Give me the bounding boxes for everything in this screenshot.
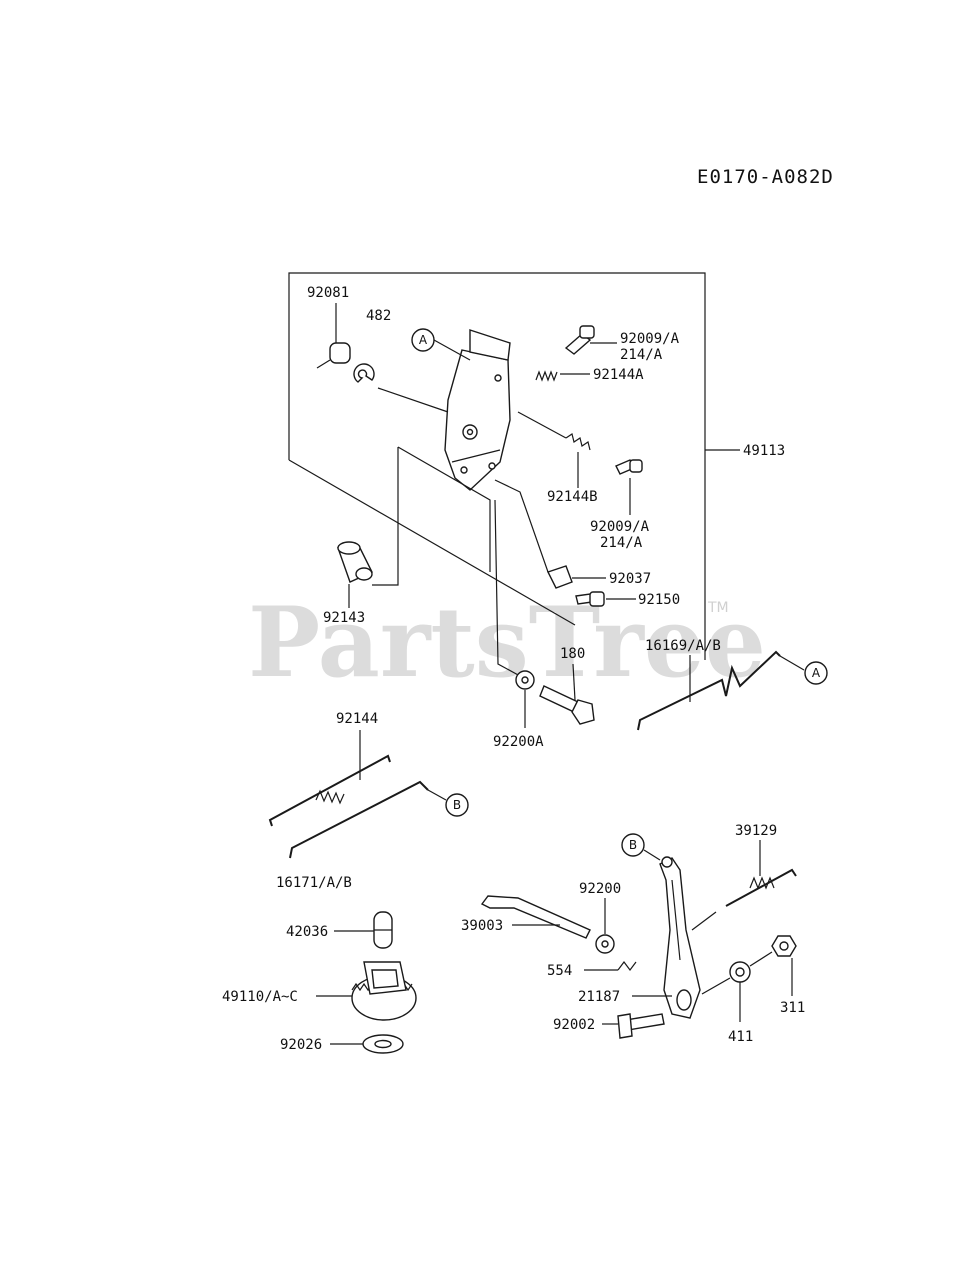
leader-washer-to-nut	[749, 951, 773, 967]
leader-92144b-top	[517, 411, 567, 439]
part-label-49110: 49110/A~C	[222, 989, 298, 1005]
part-label-16169: 16169/A/B	[645, 638, 721, 654]
part-label-92200: 92200	[579, 881, 621, 897]
rod-16171	[289, 780, 429, 859]
part-label-92144a: 92144A	[593, 367, 644, 383]
leader-callout-a-right	[779, 655, 805, 671]
part-label-311: 311	[780, 1000, 805, 1016]
screw-92009-top	[564, 325, 595, 355]
part-label-554: 554	[547, 963, 572, 979]
part-label-39003: 39003	[461, 918, 503, 934]
washer-92026-hole	[374, 1039, 392, 1049]
control-bracket	[444, 329, 511, 491]
nut-311-hole	[779, 941, 789, 951]
screw-92009-mid	[615, 459, 643, 475]
leader-callout-b-left	[427, 789, 447, 801]
washer-92200-hole	[601, 940, 609, 948]
part-label-92200a: 92200A	[493, 734, 544, 750]
governor-arm-21187	[659, 856, 701, 1019]
spring-92144a	[535, 370, 558, 382]
rod-39129	[725, 868, 797, 907]
watermark-trademark: TM	[707, 600, 729, 616]
part-label-92144b: 92144B	[547, 489, 598, 505]
callout-a-right	[804, 661, 828, 685]
part-label-49113: 49113	[743, 443, 785, 459]
leader-shaft	[397, 446, 491, 572]
callout-a-right-label: A	[812, 666, 821, 680]
part-label-214a-mid: 214/A	[600, 535, 643, 551]
diagram-code: E0170-A082D	[697, 166, 834, 188]
part-label-92144: 92144	[336, 711, 378, 727]
leader-180	[572, 663, 576, 701]
part-label-92009a-mid: 92009/A	[590, 519, 650, 535]
part-label-214a-top: 214/A	[620, 347, 663, 363]
callout-a-top-label: A	[419, 333, 428, 347]
part-label-92143: 92143	[323, 610, 365, 626]
assembly-frame	[288, 272, 706, 660]
part-label-482: 482	[366, 308, 391, 324]
leader-arm-to-washer	[701, 977, 731, 995]
leader-482	[377, 387, 449, 413]
leader-bolt-track	[494, 499, 521, 677]
part-label-16171: 16171/A/B	[276, 875, 352, 891]
part-label-92002: 92002	[553, 1017, 595, 1033]
gear-49110	[351, 961, 417, 1021]
part-label-42036: 42036	[286, 924, 328, 940]
leader-callout-b-right	[643, 849, 661, 861]
clamp-92037	[547, 565, 573, 589]
callout-b-left	[445, 793, 469, 817]
collar-92143	[337, 541, 373, 583]
part-label-21187: 21187	[578, 989, 620, 1005]
clip-554	[617, 961, 637, 971]
spring-rod-92144	[268, 754, 391, 827]
clip-92081	[316, 342, 351, 369]
lever-39003	[480, 895, 591, 939]
washer-92200a-hole	[521, 676, 529, 684]
leader-callout-a-top	[433, 339, 471, 361]
part-label-92150: 92150	[638, 592, 680, 608]
callout-b-left-label: B	[453, 798, 461, 812]
bolt-92002	[617, 1013, 665, 1039]
spring-39129	[749, 876, 775, 890]
part-label-92009a-top: 92009/A	[620, 331, 680, 347]
part-label-411: 411	[728, 1029, 753, 1045]
spring-92144b	[565, 433, 591, 451]
bolt-92150	[575, 591, 605, 607]
ring-482	[353, 363, 375, 383]
part-label-92026: 92026	[280, 1037, 322, 1053]
part-label-92037: 92037	[609, 571, 651, 587]
callout-b-right-label: B	[629, 838, 637, 852]
leader-arm-to-spring	[691, 911, 717, 931]
washer-411-hole	[735, 967, 745, 977]
part-label-180: 180	[560, 646, 585, 662]
watermark: PartsTree	[248, 586, 766, 699]
callout-b-right	[621, 833, 645, 857]
rod-16169	[637, 650, 781, 731]
pin-42036	[373, 911, 393, 949]
part-label-39129: 39129	[735, 823, 777, 839]
leader-92037-track	[494, 479, 549, 573]
leader-92143-zig	[372, 447, 399, 586]
part-label-92081: 92081	[307, 285, 349, 301]
spring-92144	[315, 789, 345, 805]
bolt-180	[539, 685, 595, 725]
